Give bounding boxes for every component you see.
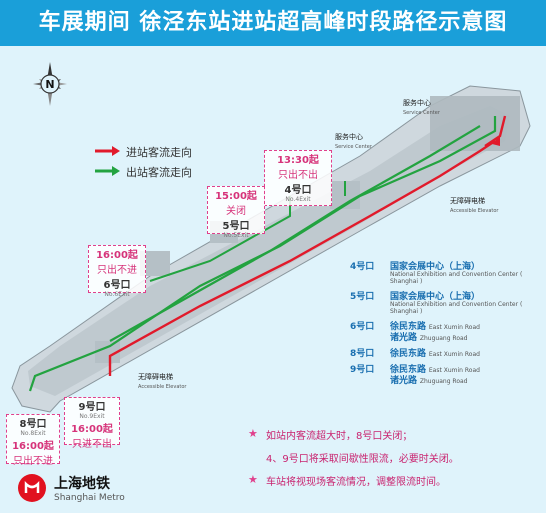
exit-dest-en: East Xumin Road: [428, 350, 480, 358]
exit4-label: 4号口: [284, 185, 312, 196]
entry-arrow-icon: [492, 136, 500, 146]
exit-destination-item: 4号口 国家会展中心（上海）National Exhibition and Co…: [350, 262, 540, 286]
exit4-label-en: No.4Exit: [285, 196, 311, 203]
note-item: ★ 车站将视现场客流情况，调整限流时间。: [248, 473, 544, 488]
exit5-label: 5号口: [222, 221, 250, 232]
elevator-bottom: 无障碍电梯 Accessible Elevator: [138, 372, 186, 390]
exit4-time: 13:30起: [277, 155, 319, 166]
legend-entry: 进站客流走向: [126, 144, 192, 160]
exit-gate: 8号口: [350, 348, 375, 359]
exit9-label: 9号口: [78, 402, 106, 413]
exit-dest-en: National Exhibition and Convention Cente…: [390, 271, 523, 286]
elevator-bottom-cn: 无障碍电梯: [138, 373, 173, 381]
exit-destination-list: 4号口 国家会展中心（上海）National Exhibition and Co…: [350, 262, 540, 392]
exit-dest-cn: 徐民东路: [390, 365, 427, 376]
exit9-time: 16:00起: [71, 424, 113, 435]
exit-gate: 6号口: [350, 322, 375, 333]
elevator-top: 无障碍电梯 Accessible Elevator: [450, 196, 498, 214]
service-center-top-en: Service Center: [403, 110, 440, 116]
exit-destination-item: 9号口 徐民东路 East Xumin Road 诸光路 Zhuguang Ro…: [350, 365, 540, 386]
exit8-label: 8号口: [19, 419, 47, 430]
note-item: 4、9号口将采取间歇性限流，必要时关闭。: [248, 450, 544, 465]
exit-dest-en2: Zhuguang Road: [419, 377, 468, 385]
service-center-mid-cn: 服务中心: [335, 133, 363, 141]
page-title: 车展期间 徐泾东站进站超高峰时段路径示意图: [38, 10, 508, 35]
exit-flow-line: [149, 196, 291, 282]
exit-dest-cn2: 诸光路: [390, 332, 418, 343]
service-center-top-cn: 服务中心: [403, 99, 431, 107]
legend-exit-arrow-icon: [95, 166, 120, 176]
station-map: [11, 85, 531, 413]
exit-dest-cn2: 诸光路: [390, 375, 418, 386]
shanghai-metro-logo: 上海地铁 Shanghai Metro: [18, 470, 208, 506]
exit-dest-en: East Xumin Road: [428, 367, 480, 375]
note-item: ★ 如站内客流超大时，8号口关闭；: [248, 427, 544, 442]
legend-exit-label: 出站客流走向: [126, 166, 192, 179]
exit-gate: 9号口: [350, 365, 375, 376]
exit-dest-cn: 徐民东路: [390, 322, 427, 333]
exit4-status: 只出不出: [278, 170, 318, 181]
exit9-stair: [95, 341, 120, 363]
elevator-top-cn: 无障碍电梯: [450, 197, 485, 205]
star-icon: ★: [248, 473, 258, 486]
exit5-status: 关闭: [226, 206, 246, 217]
exit-destination-item: 6号口 徐民东路 East Xumin Road 诸光路 Zhuguang Ro…: [350, 322, 540, 343]
logo-en: Shanghai Metro: [54, 493, 125, 503]
exit5-label-en: No.5Exit: [223, 232, 249, 239]
exit9-label-en: No.9Exit: [79, 413, 105, 420]
legend-entry-arrow-icon: [95, 146, 120, 156]
exit5-time: 15:00起: [215, 191, 257, 202]
metro-logo-icon: [18, 474, 46, 502]
service-center-top: 服务中心 Service Center: [403, 98, 440, 116]
exit6-label: 6号口: [103, 280, 131, 291]
exit-dest-cn: 国家会展中心（上海）: [390, 292, 481, 303]
exit6-status: 只出不进: [97, 265, 137, 276]
exit8-callout: 8号口 No.8Exit 16:00起 只出不进: [6, 414, 60, 467]
note-text: 如站内客流超大时，8号口关闭；: [266, 431, 413, 442]
exit-dest-en: East Xumin Road: [428, 324, 480, 332]
exit-dest-cn: 徐民东路: [390, 348, 427, 359]
legend-exit: 出站客流走向: [126, 164, 192, 180]
exit6-label-en: No.6Exit: [104, 291, 130, 298]
star-icon: ★: [248, 427, 258, 440]
notes: ★ 如站内客流超大时，8号口关闭； 4、9号口将采取间歇性限流，必要时关闭。 ★ 车…: [248, 427, 544, 496]
compass-label: N: [45, 78, 54, 91]
note-text: 车站将视现场客流情况，调整限流时间。: [266, 477, 446, 488]
exit6-time: 16:00起: [96, 250, 138, 261]
exit5-callout: 15:00起 关闭 5号口 No.5Exit: [207, 186, 265, 239]
note-text: 4、9号口将采取间歇性限流，必要时关闭。: [266, 454, 459, 465]
north-arrow-icon: N: [33, 62, 67, 106]
exit-dest-en2: Zhuguang Road: [419, 334, 468, 342]
exit-flow-line: [109, 125, 481, 342]
exit9-callout: 9号口 No.9Exit 16:00起 只进不出: [64, 397, 120, 450]
exit-gate: 5号口: [350, 292, 375, 303]
exit8-time: 16:00起: [12, 441, 54, 452]
exit-destination-item: 5号口 国家会展中心（上海）National Exhibition and Co…: [350, 292, 540, 316]
exit-dest-cn: 国家会展中心（上海）: [390, 262, 481, 272]
legend-entry-label: 进站客流走向: [126, 146, 192, 159]
exit8-label-en: No.8Exit: [20, 430, 46, 437]
service-center-mid-en: Service Center: [335, 144, 372, 150]
exit-destination-item: 8号口 徐民东路 East Xumin Road: [350, 349, 540, 359]
service-center-mid: 服务中心 Service Center: [335, 132, 372, 150]
logo-cn: 上海地铁: [54, 476, 110, 492]
exit6-callout: 16:00起 只出不进 6号口 No.6Exit: [88, 245, 146, 298]
exit4-callout: 13:30起 只出不出 4号口 No.4Exit: [264, 150, 332, 206]
exit-dest-en: National Exhibition and Convention Cente…: [390, 301, 523, 316]
header-bar: [0, 0, 546, 46]
exit9-status: 只进不出: [72, 439, 112, 450]
elevator-top-en: Accessible Elevator: [450, 208, 499, 214]
elevator-bottom-en: Accessible Elevator: [138, 384, 187, 390]
entry-flow-line: [108, 140, 496, 376]
exit8-status: 只出不进: [13, 456, 53, 467]
exit-gate: 4号口: [350, 262, 375, 272]
